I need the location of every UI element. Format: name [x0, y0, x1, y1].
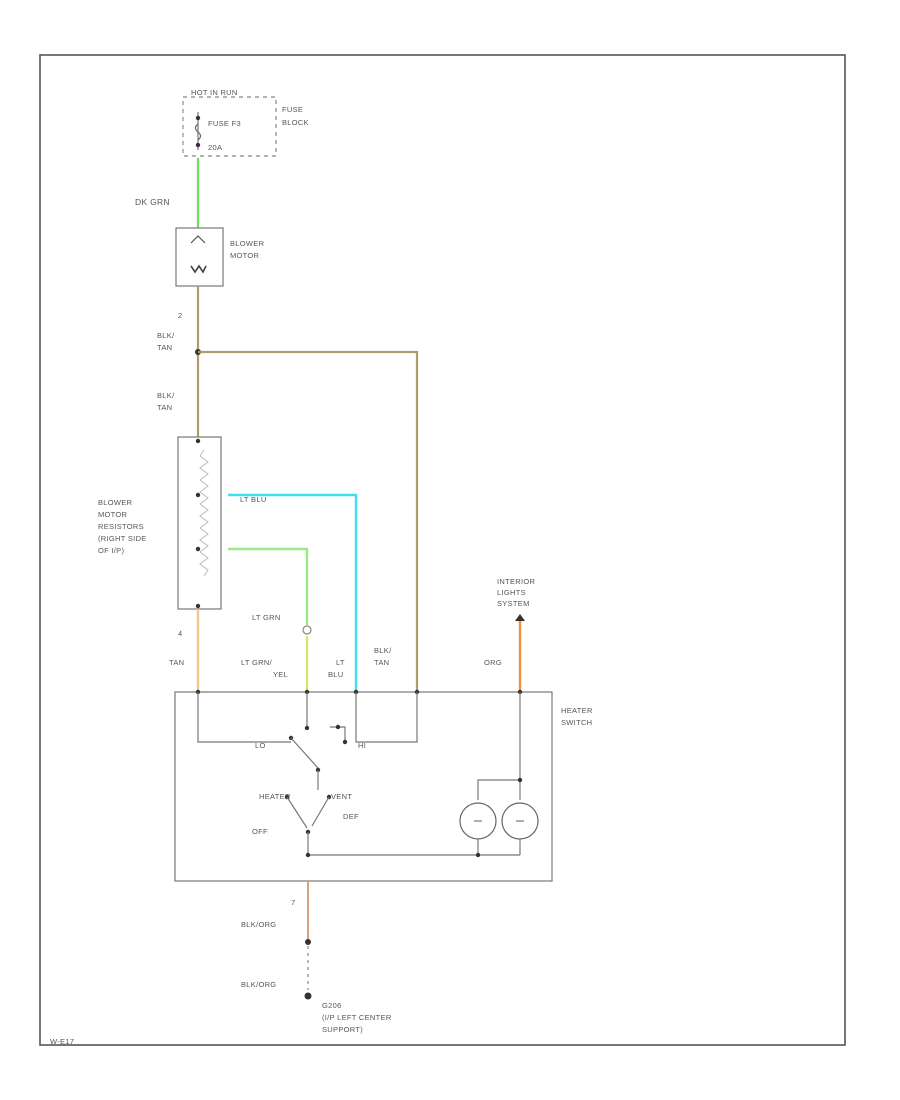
fuse-amperage: 20A	[208, 143, 222, 152]
blower-motor-name-1: BLOWER	[230, 239, 265, 248]
fuse-block: HOT IN RUN FUSE F3 20A FUSE BLOCK	[182, 88, 309, 157]
diagram-frame	[39, 54, 846, 1046]
switch-pos-def: DEF	[343, 812, 359, 821]
blower-motor-name-2: MOTOR	[230, 251, 260, 260]
ground-name-2: (I/P LEFT CENTER	[322, 1013, 392, 1022]
resistors-name-2: MOTOR	[98, 510, 128, 519]
wire-label-blk-tan-1b: TAN	[157, 343, 172, 352]
wire-label-blk-tan-2b: TAN	[157, 403, 172, 412]
heater-switch-name-2: SWITCH	[561, 718, 592, 727]
fuse-block-name-2: BLOCK	[282, 118, 309, 127]
ground-wire-bottom: BLK/ORG	[241, 980, 276, 989]
resistors-name-1: BLOWER	[98, 498, 133, 507]
connector-icon	[190, 235, 206, 244]
fuse-terminal-top	[195, 115, 201, 121]
ground-splice	[305, 939, 311, 945]
switch-pos-vent: VENT	[331, 792, 352, 801]
motor-icon	[190, 264, 207, 274]
wire-label-blk-tan-3a: BLK/	[374, 646, 392, 655]
resistors-name-5: OF I/P)	[98, 546, 124, 555]
fuse-block-name-1: FUSE	[282, 105, 303, 114]
wire-blk-tan-branch	[198, 350, 419, 692]
wire-label-lt-blu-1: LT	[336, 658, 345, 667]
wire-label-lt-blu-2: BLU	[328, 670, 344, 679]
switch-pos-heater: HEATER	[259, 792, 291, 801]
footer-code: W-E17	[50, 1037, 74, 1046]
interior-lights-name-2: LIGHTS	[497, 588, 526, 597]
wire-label-lt-grn-yel-1: LT GRN/	[241, 658, 273, 667]
wire-label-blk-tan-1a: BLK/	[157, 331, 175, 340]
ground-name-3: SUPPORT)	[322, 1025, 363, 1034]
heater-switch-name-1: HEATER	[561, 706, 593, 715]
blower-motor-pin: 2	[178, 311, 182, 320]
fuse-terminal-bottom	[195, 142, 201, 148]
ground-symbol-icon	[304, 992, 312, 1000]
wire-label-org: ORG	[484, 658, 502, 667]
resistors-name-3: RESISTORS	[98, 522, 144, 531]
wire-label-lt-blu-top: LT BLU	[240, 495, 267, 504]
fuse-block-hot-line: HOT IN RUN	[191, 88, 238, 97]
wire-label-blk-tan-2a: BLK/	[157, 391, 175, 400]
wire-label-lt-grn: LT GRN	[252, 613, 281, 622]
wire-lt-grn	[228, 547, 309, 625]
ground-name-1: G206	[322, 1001, 342, 1010]
wire-label-dk-grn: DK GRN	[135, 197, 170, 207]
interior-lights-name-1: INTERIOR	[497, 577, 536, 586]
switch-pos-off: OFF	[252, 827, 268, 836]
ground-pin: 7	[291, 898, 295, 907]
blower-motor-resistors: BLOWER MOTOR RESISTORS (RIGHT SIDE OF I/…	[98, 436, 222, 610]
wire-label-tan: TAN	[169, 658, 184, 667]
wire-label-blk-tan-3b: TAN	[374, 658, 389, 667]
interior-lights-name-3: SYSTEM	[497, 599, 530, 608]
resistors-name-4: (RIGHT SIDE	[98, 534, 147, 543]
arrow-up-icon	[515, 614, 525, 621]
wire-lt-blu	[228, 493, 358, 692]
wire-label-lt-grn-yel-2: YEL	[273, 670, 288, 679]
fuse-label: FUSE F3	[208, 119, 241, 128]
resistor-icon	[199, 449, 209, 577]
ground-wire-top: BLK/ORG	[241, 920, 276, 929]
blower-motor: BLOWER MOTOR	[175, 227, 265, 287]
switch-pos-hi: HI	[358, 741, 366, 750]
fuse-symbol-icon	[194, 123, 202, 141]
resistors-pin-bottom: 4	[178, 629, 182, 638]
heater-switch: HEATER SWITCH LO HI HEATER VENT OFF DEF	[174, 689, 593, 882]
connector-lt-grn	[302, 625, 312, 635]
switch-pos-lo: LO	[255, 741, 266, 750]
